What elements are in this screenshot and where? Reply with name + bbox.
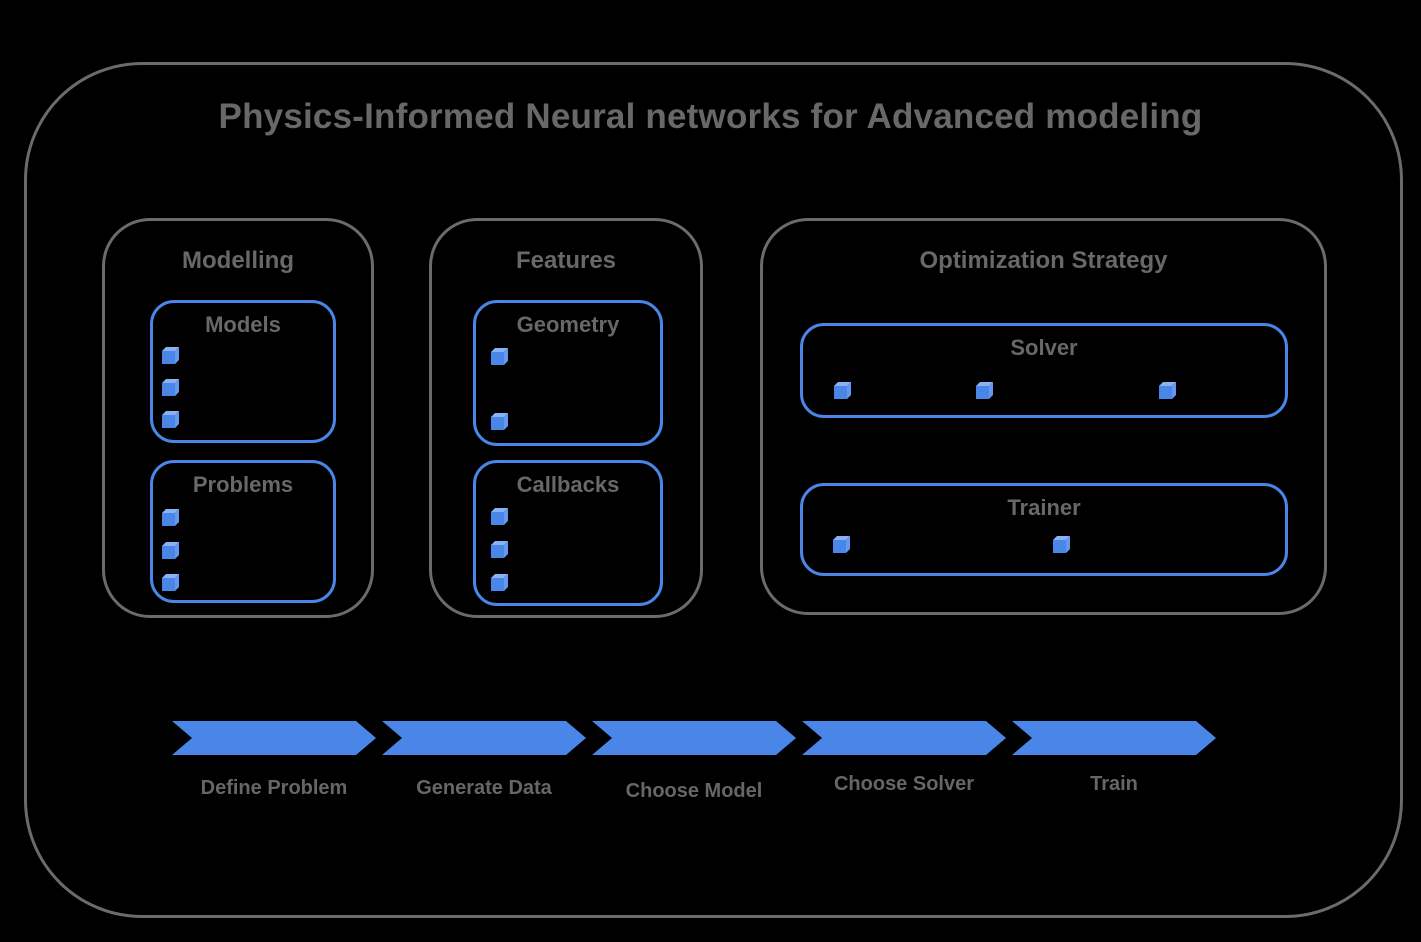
outer-frame xyxy=(24,62,1403,918)
subbox-callbacks-title: Callbacks xyxy=(516,472,620,497)
cube-bullet-icon xyxy=(491,348,508,365)
subbox-trainer: Trainer xyxy=(800,483,1288,576)
pipeline-step-label: Choose Solver xyxy=(833,773,975,795)
cube-bullet-icon xyxy=(162,509,179,526)
pipeline-step-label: Generate Data xyxy=(416,777,552,799)
section-modelling-title: Modelling xyxy=(182,247,294,274)
chevron-arrow-generate-data xyxy=(382,721,586,755)
section-modelling: Modelling Models Problems xyxy=(102,218,374,618)
pipeline-label-row: Define Problem Generate Data Choose Mode… xyxy=(172,773,1218,802)
subbox-problems-title: Problems xyxy=(192,472,294,497)
pipeline-arrow-row xyxy=(172,721,1218,755)
cube-bullet-icon xyxy=(162,574,179,591)
section-optimization-strategy: Optimization Strategy Solver Trainer xyxy=(760,218,1327,615)
page-title: Physics-Informed Neural networks for Adv… xyxy=(218,97,1203,136)
pipeline-step-label: Define Problem xyxy=(200,777,348,799)
subbox-solver-title: Solver xyxy=(1010,335,1078,360)
subbox-models: Models xyxy=(150,300,336,443)
pipeline: Define Problem Generate Data Choose Mode… xyxy=(172,721,1218,802)
cube-bullet-icon xyxy=(491,574,508,591)
cube-bullet-icon xyxy=(491,508,508,525)
pipeline-step-label: Choose Model xyxy=(625,780,763,802)
subbox-problems: Problems xyxy=(150,460,336,603)
cube-bullet-icon xyxy=(162,347,179,364)
cube-bullet-icon xyxy=(1053,536,1070,553)
subbox-callbacks: Callbacks xyxy=(473,460,663,606)
cube-bullet-icon xyxy=(491,541,508,558)
cube-bullet-icon xyxy=(976,382,993,399)
subbox-geometry-title: Geometry xyxy=(516,312,620,337)
cube-bullet-icon xyxy=(162,379,179,396)
cube-bullet-icon xyxy=(491,413,508,430)
section-features-title: Features xyxy=(515,247,617,274)
subbox-trainer-title: Trainer xyxy=(1007,495,1081,520)
cube-bullet-icon xyxy=(162,411,179,428)
subbox-geometry: Geometry xyxy=(473,300,663,446)
chevron-arrow-choose-model xyxy=(592,721,796,755)
cube-bullet-icon xyxy=(162,542,179,559)
section-optimization-title: Optimization Strategy xyxy=(919,247,1168,274)
subbox-models-title: Models xyxy=(205,312,281,337)
chevron-arrow-define-problem xyxy=(172,721,376,755)
chevron-arrow-train xyxy=(1012,721,1216,755)
section-features: Features Geometry Callbacks xyxy=(429,218,703,618)
cube-bullet-icon xyxy=(833,536,850,553)
subbox-solver: Solver xyxy=(800,323,1288,418)
pipeline-step-label: Train xyxy=(1090,773,1138,795)
chevron-arrow-choose-solver xyxy=(802,721,1006,755)
cube-bullet-icon xyxy=(1159,382,1176,399)
cube-bullet-icon xyxy=(834,382,851,399)
